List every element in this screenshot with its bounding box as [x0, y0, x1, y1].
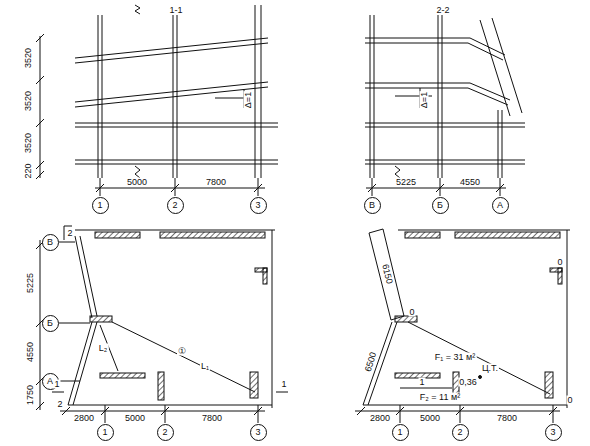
- dimension-label: 1: [53, 380, 60, 389]
- dimension-label: 2800: [369, 414, 391, 423]
- dimension-label: Δ=1: [244, 91, 253, 109]
- plan-right: [355, 229, 570, 423]
- dimension-label: 3520: [24, 47, 33, 69]
- section-2-2: [365, 15, 525, 196]
- dimension-label: 7800: [205, 178, 227, 187]
- axis-mark: 3: [255, 201, 260, 210]
- axis-bubble: 1: [97, 424, 114, 441]
- dimension-label: 0,36: [458, 378, 478, 387]
- axis-bubble: В: [42, 234, 59, 251]
- axis-mark: 3: [255, 428, 260, 437]
- axis-bubble: Б: [432, 197, 449, 214]
- dimension-label: 5000: [124, 414, 146, 423]
- axis-mark: В: [47, 238, 53, 247]
- dimension-label: Ц.Т.: [481, 364, 499, 373]
- dimension-label: 5000: [126, 178, 148, 187]
- dimension-label: L₂: [98, 344, 109, 353]
- dimension-label: 6500: [363, 350, 378, 374]
- dimension-label: Δ=1: [420, 91, 429, 109]
- dimension-label: L₁: [200, 362, 210, 371]
- axis-mark: 2: [457, 428, 462, 437]
- axis-bubble: 2: [157, 424, 174, 441]
- dimension-label: 1: [418, 378, 425, 387]
- dimension-label: 1750: [26, 384, 35, 406]
- dimension-label: 0: [408, 308, 415, 317]
- dimension-label: 2: [66, 229, 73, 238]
- axis-mark: 2: [162, 428, 167, 437]
- axis-mark: Б: [47, 319, 53, 328]
- dimension-label: 0: [556, 258, 563, 267]
- dimension-label: 2-2: [435, 6, 450, 15]
- axis-bubble: 3: [545, 424, 562, 441]
- axis-mark: 1: [397, 428, 402, 437]
- dimension-label: 1-1: [168, 6, 183, 15]
- axis-mark: 1: [97, 201, 102, 210]
- dimension-label: 2800: [73, 414, 95, 423]
- axis-bubble: 1: [92, 197, 109, 214]
- dimension-label: 1: [280, 380, 287, 389]
- axis-mark: 2: [172, 201, 177, 210]
- axis-mark: А: [497, 201, 503, 210]
- axis-bubble: А: [492, 197, 509, 214]
- dimension-label: F₂ = 11 м²: [419, 393, 461, 402]
- dimension-label: 2: [56, 400, 63, 409]
- axis-bubble: 2: [452, 424, 469, 441]
- dimension-label: 4550: [26, 341, 35, 363]
- axis-bubble: В: [364, 197, 381, 214]
- axis-bubble: 3: [250, 424, 267, 441]
- dimension-label: 5225: [26, 272, 35, 294]
- dimension-label: 7800: [201, 414, 223, 423]
- dimension-label: 7800: [496, 414, 518, 423]
- dimension-label: ①: [177, 347, 187, 356]
- axis-bubble: 3: [250, 197, 267, 214]
- dimension-label: 5225: [395, 178, 417, 187]
- dimension-label: 5000: [419, 414, 441, 423]
- axis-mark: Б: [437, 201, 443, 210]
- axis-bubble: 1: [392, 424, 409, 441]
- axis-bubble: 2: [167, 197, 184, 214]
- dimension-label: 4550: [459, 178, 481, 187]
- dimension-label: 3520: [24, 90, 33, 112]
- dimension-label: F₁ = 31 м²: [434, 353, 477, 362]
- plan-left: [36, 226, 288, 423]
- section-1-1: [36, 5, 278, 196]
- dimension-label: 3520: [24, 132, 33, 154]
- axis-bubble: Б: [42, 315, 59, 332]
- axis-mark: 3: [550, 428, 555, 437]
- axis-mark: В: [369, 201, 375, 210]
- dimension-label: 0: [566, 396, 573, 405]
- axis-mark: А: [47, 377, 53, 386]
- dimension-label: 220: [24, 162, 33, 179]
- axis-mark: 1: [102, 428, 107, 437]
